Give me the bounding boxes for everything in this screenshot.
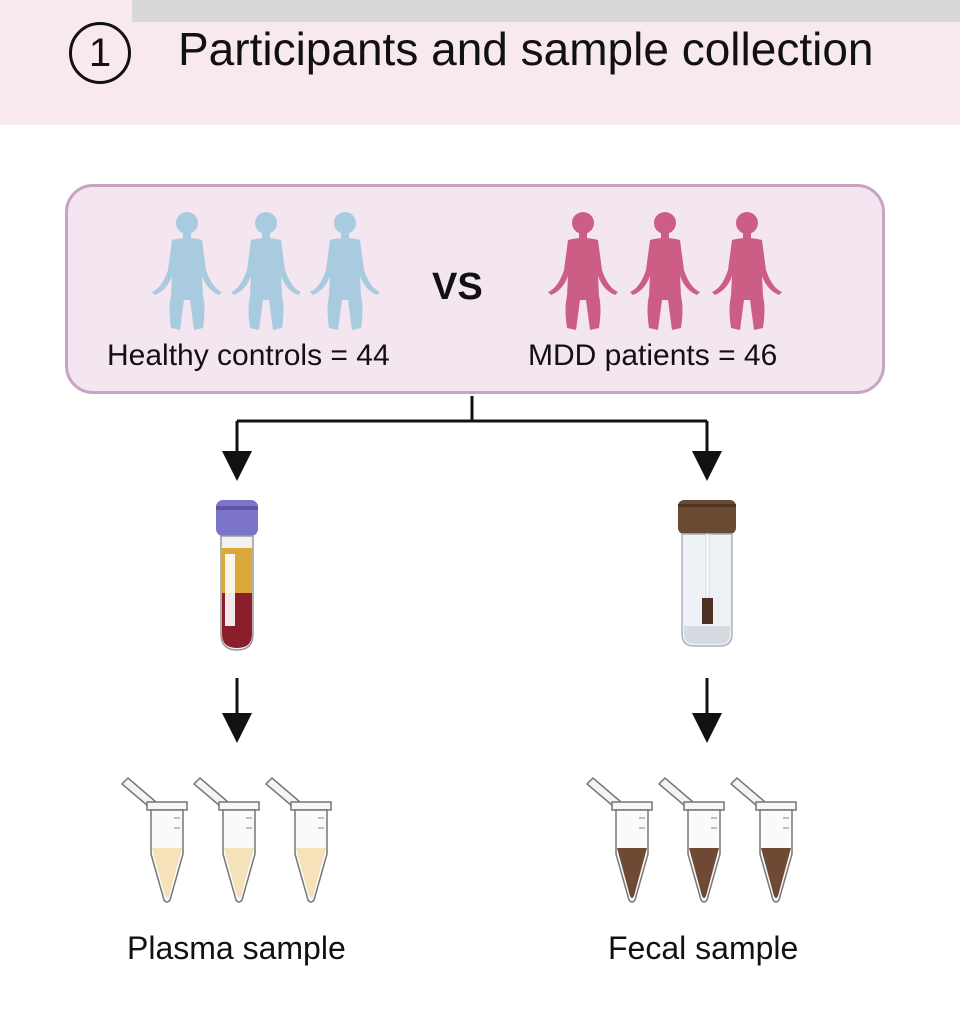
plasma-microtube-icon [192,776,260,903]
vs-label: VS [432,266,483,308]
mdd-patients-label: MDD patients = 46 [528,339,778,372]
mdd-person-icon [548,212,618,330]
healthy-controls-label: Healthy controls = 44 [107,339,390,372]
plasma-sample-label: Plasma sample [127,930,346,966]
section-title: Participants and sample collection [178,23,874,75]
fecal-microtube-icon [657,776,725,903]
plasma-microtube-icon [264,776,332,903]
healthy-person-icon [152,212,222,330]
mdd-person-icon [630,212,700,330]
fecal-sample-label: Fecal sample [608,930,799,966]
step-number: 1 [88,31,112,75]
healthy-person-icon [310,212,380,330]
mdd-person-icon [712,212,782,330]
step-number-badge: 1 [69,22,131,84]
plasma-microtube-icon [120,776,188,903]
blood-tube-icon [216,500,258,651]
fecal-microtube-icon [729,776,797,903]
stool-container-icon [678,500,736,647]
healthy-person-icon [231,212,301,330]
fecal-microtube-icon [585,776,653,903]
header-strip [132,0,960,22]
